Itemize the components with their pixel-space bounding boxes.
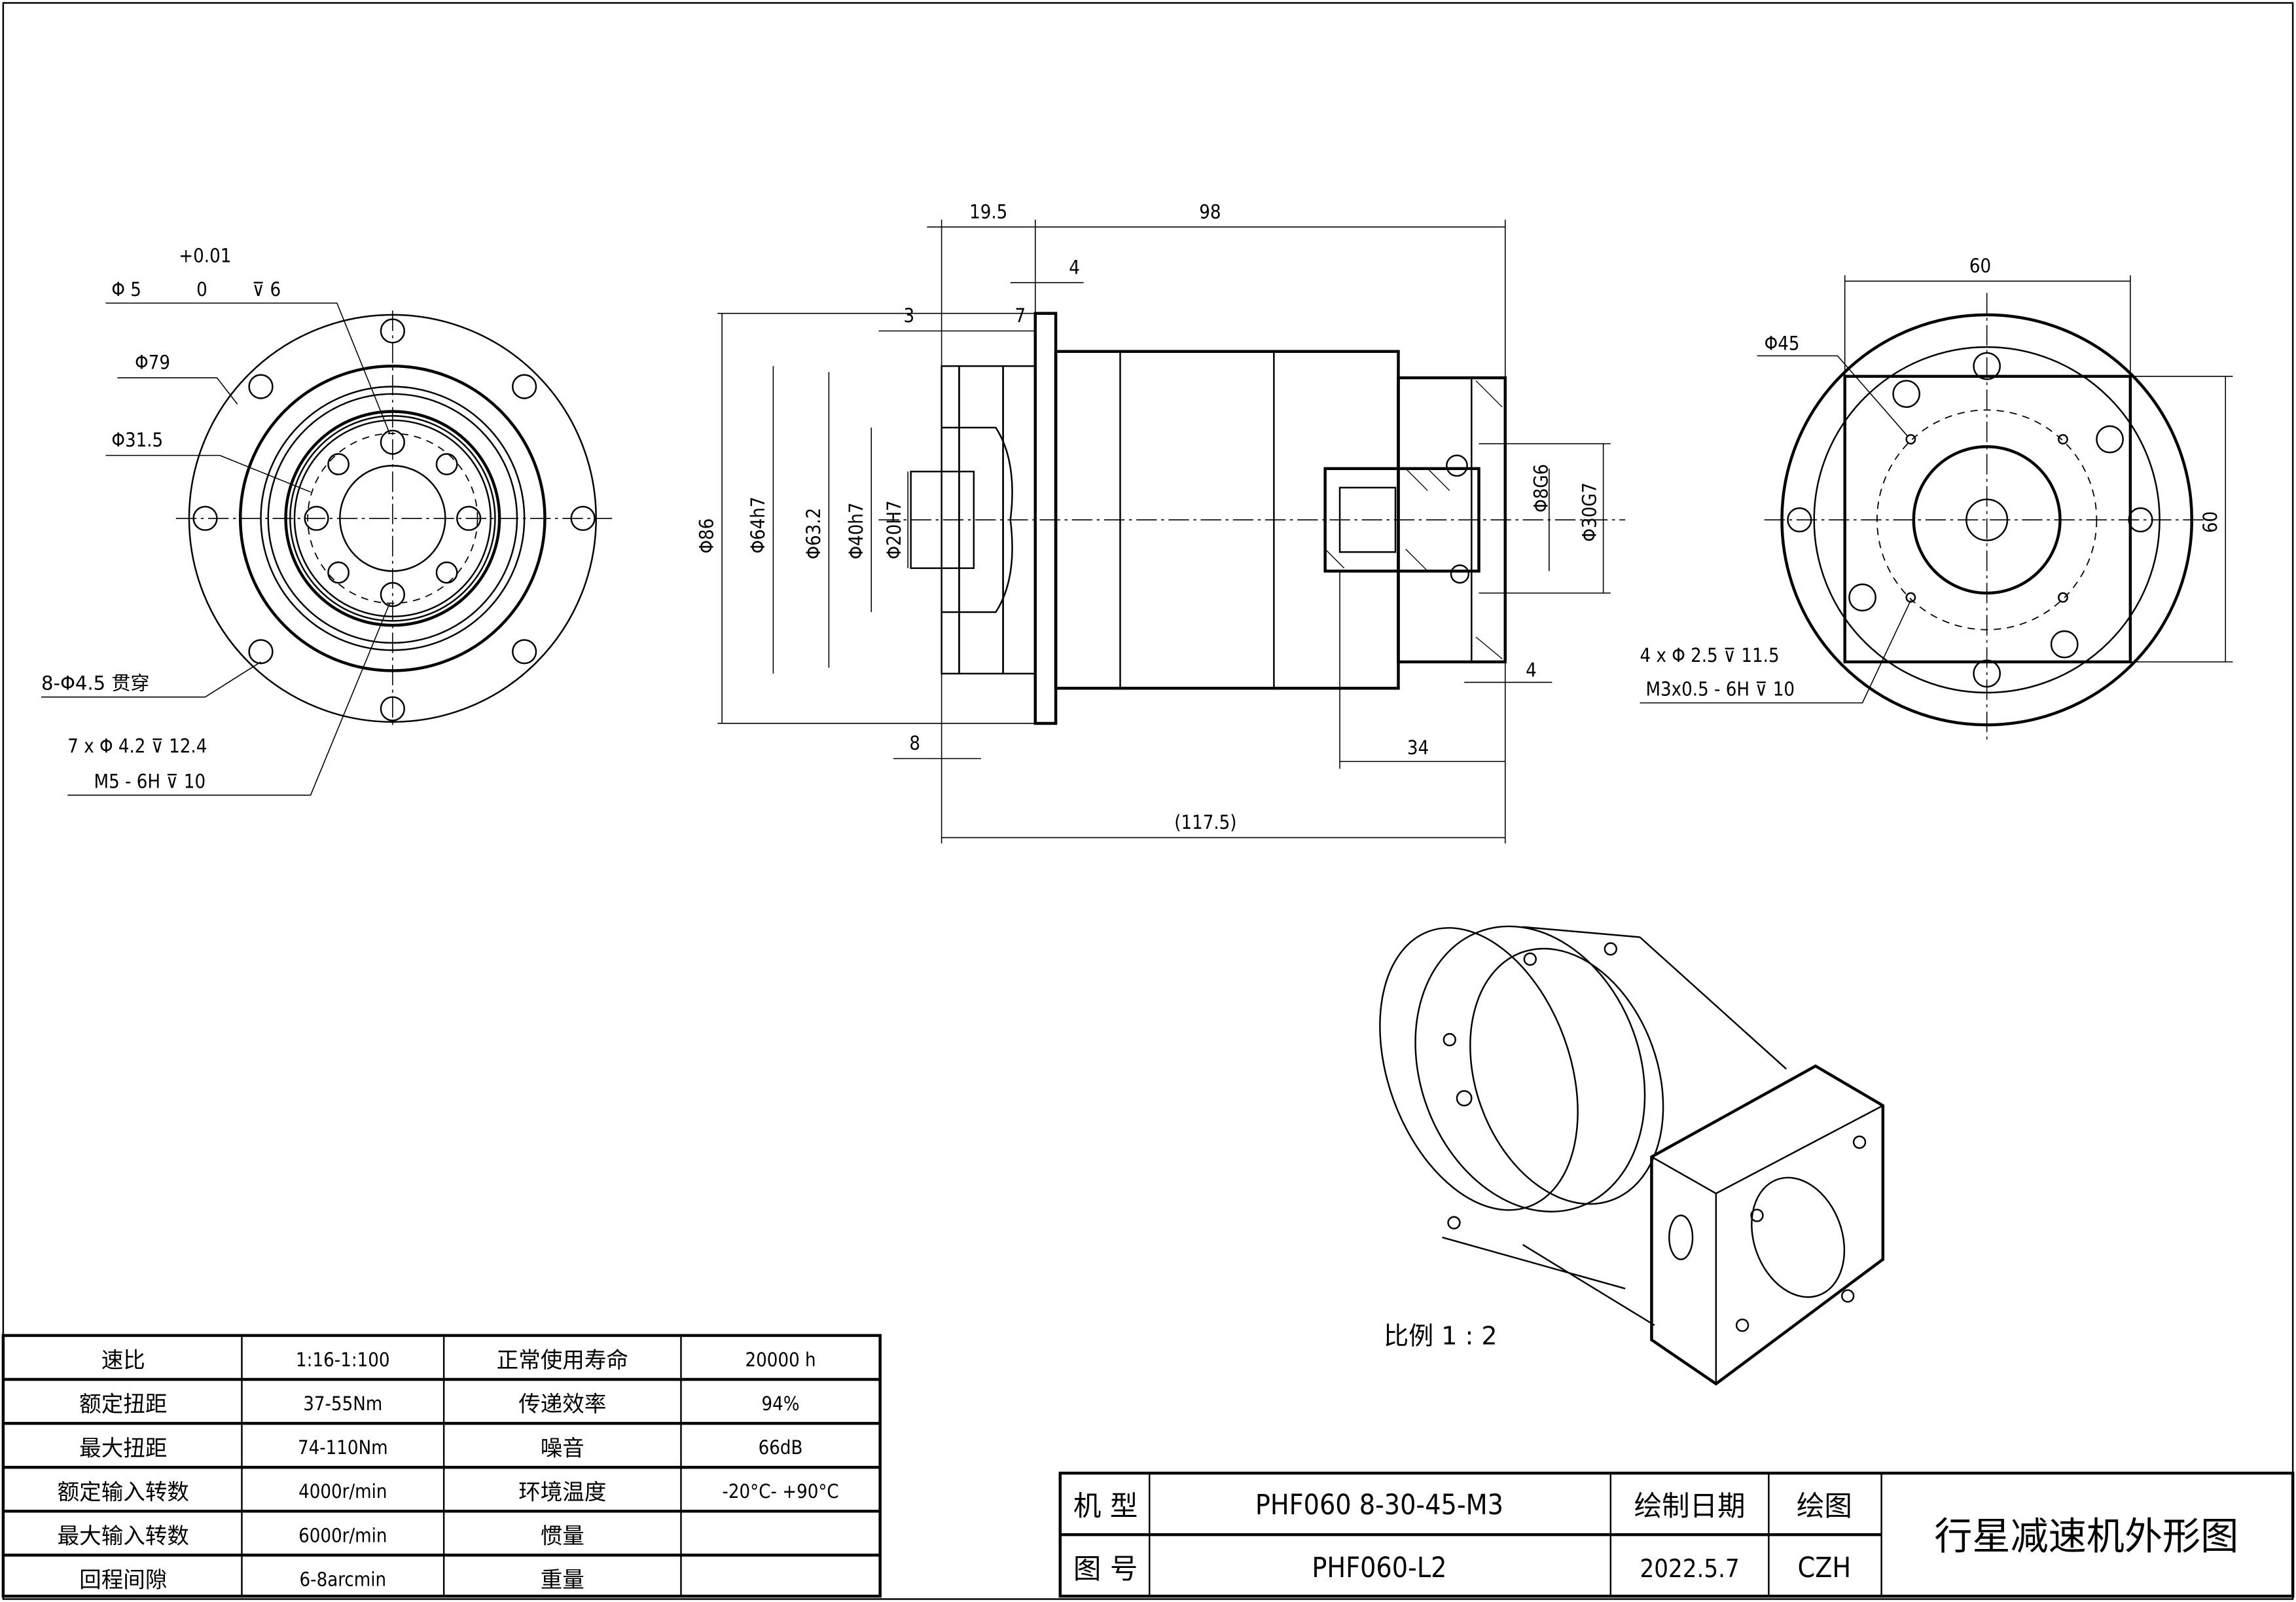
- drawing-no-value: PHF060-L2: [1312, 1552, 1446, 1584]
- dia-31-5-label: Φ31.5: [111, 429, 163, 451]
- spec-label: 最大扭距: [79, 1435, 167, 1461]
- front-view-output-flange: +0.01 Φ 5 0 ⊽ 6 Φ79 Φ31.5 8-Φ4.5 贯穿 7 x …: [41, 244, 613, 796]
- spec-value: -20°C- +90°C: [722, 1480, 838, 1502]
- date-label: 绘制日期: [1634, 1491, 1746, 1523]
- dim-60-vertical: 60: [2199, 511, 2221, 533]
- inner-holes: [304, 429, 482, 608]
- date-value: 2022.5.7: [1640, 1554, 1739, 1583]
- dim-60-horizontal: 60: [1969, 255, 1991, 277]
- spec-value: 66dB: [759, 1436, 803, 1459]
- dim-117-5: (117.5): [1174, 811, 1236, 833]
- rear-view-input-flange: 60 60 Φ45 4 x Φ 2.5 ⊽ 11.5 M3x0.5 - 6H ⊽…: [1640, 255, 2233, 740]
- model-label: 机 型: [1073, 1491, 1138, 1523]
- tap-holes-line1: 7 x Φ 4.2 ⊽ 12.4: [67, 735, 207, 757]
- pin-hole-depth: ⊽ 6: [252, 278, 281, 300]
- tap-holes-line2: M3x0.5 - 6H ⊽ 10: [1645, 678, 1795, 700]
- dia-64h7: Φ64h7: [747, 496, 769, 553]
- dim-8: 8: [909, 732, 920, 754]
- drawer-label: 绘图: [1797, 1491, 1852, 1523]
- dia-30g7: Φ30G7: [1578, 482, 1600, 542]
- tap-holes-line2: M5 - 6H ⊽ 10: [94, 770, 206, 792]
- tolerance-upper: +0.01: [179, 244, 231, 266]
- spec-label: 额定扭距: [79, 1391, 167, 1417]
- drawing-title: 行星减速机外形图: [1934, 1514, 2238, 1558]
- spec-label: 噪音: [541, 1435, 584, 1461]
- drawer-value: CZH: [1798, 1552, 1852, 1584]
- spec-value: 1:16-1:100: [296, 1349, 389, 1371]
- dia-20h7: Φ20H7: [883, 500, 905, 559]
- dia-45: Φ45: [1765, 333, 1800, 355]
- tap-holes-line1: 4 x Φ 2.5 ⊽ 11.5: [1640, 644, 1780, 666]
- spec-label: 速比: [101, 1347, 145, 1373]
- spec-label: 额定输入转数: [58, 1479, 189, 1504]
- dia-40h7: Φ40h7: [845, 502, 867, 559]
- dia-63-2: Φ63.2: [802, 508, 825, 560]
- spec-value: 20000 h: [745, 1349, 816, 1371]
- dim-19-5: 19.5: [969, 200, 1007, 223]
- dim-34: 34: [1407, 737, 1429, 759]
- dim-7: 7: [1014, 304, 1026, 327]
- dim-3: 3: [903, 304, 914, 327]
- spec-label: 传递效率: [518, 1391, 606, 1417]
- spec-label: 惯量: [541, 1523, 584, 1549]
- spec-label: 环境温度: [518, 1479, 606, 1504]
- spec-value: 74-110Nm: [298, 1436, 388, 1459]
- spec-value: 6000r/min: [298, 1524, 387, 1546]
- center-bore: [339, 465, 446, 572]
- spec-table: 速比 1:16-1:100 正常使用寿命 20000 h 额定扭距 37-55N…: [1, 1334, 882, 1598]
- spec-value: 6-8arcmin: [300, 1568, 387, 1590]
- side-view-section: 19.5 98 4 3 7 Φ86 Φ64h7 Φ63.2 Φ40h7 Φ20H…: [696, 200, 1626, 844]
- drawing-no-label: 图 号: [1073, 1554, 1138, 1586]
- spec-value: 37-55Nm: [303, 1393, 382, 1415]
- pin-hole-dia: Φ 5: [111, 278, 141, 300]
- spec-label: 回程间隙: [79, 1567, 167, 1593]
- spec-label: 最大输入转数: [58, 1523, 189, 1549]
- through-holes-label: 8-Φ4.5 贯穿: [41, 672, 149, 695]
- outer-holes: [192, 318, 596, 721]
- spec-value: 4000r/min: [298, 1480, 387, 1502]
- title-block: 机 型 PHF060 8-30-45-M3 绘制日期 绘图 图 号 PHF060…: [1058, 1471, 2295, 1598]
- tolerance-lower: 0: [196, 278, 207, 300]
- dia-79-label: Φ79: [135, 352, 170, 374]
- isometric-view: [1379, 925, 1885, 1386]
- spec-value: 94%: [762, 1393, 800, 1415]
- spec-label: 重量: [541, 1567, 584, 1593]
- hatched-coupling: [1323, 380, 1503, 660]
- dia-86: Φ86: [696, 519, 718, 554]
- dim-4-bottom: 4: [1526, 659, 1537, 681]
- dia-8g6: Φ8G6: [1530, 464, 1552, 513]
- dim-4-top: 4: [1069, 256, 1080, 278]
- dim-98: 98: [1199, 200, 1221, 223]
- model-value: PHF060 8-30-45-M3: [1255, 1489, 1503, 1521]
- spec-label: 正常使用寿命: [497, 1347, 628, 1373]
- scale-note: 比例 1 : 2: [1384, 1321, 1497, 1350]
